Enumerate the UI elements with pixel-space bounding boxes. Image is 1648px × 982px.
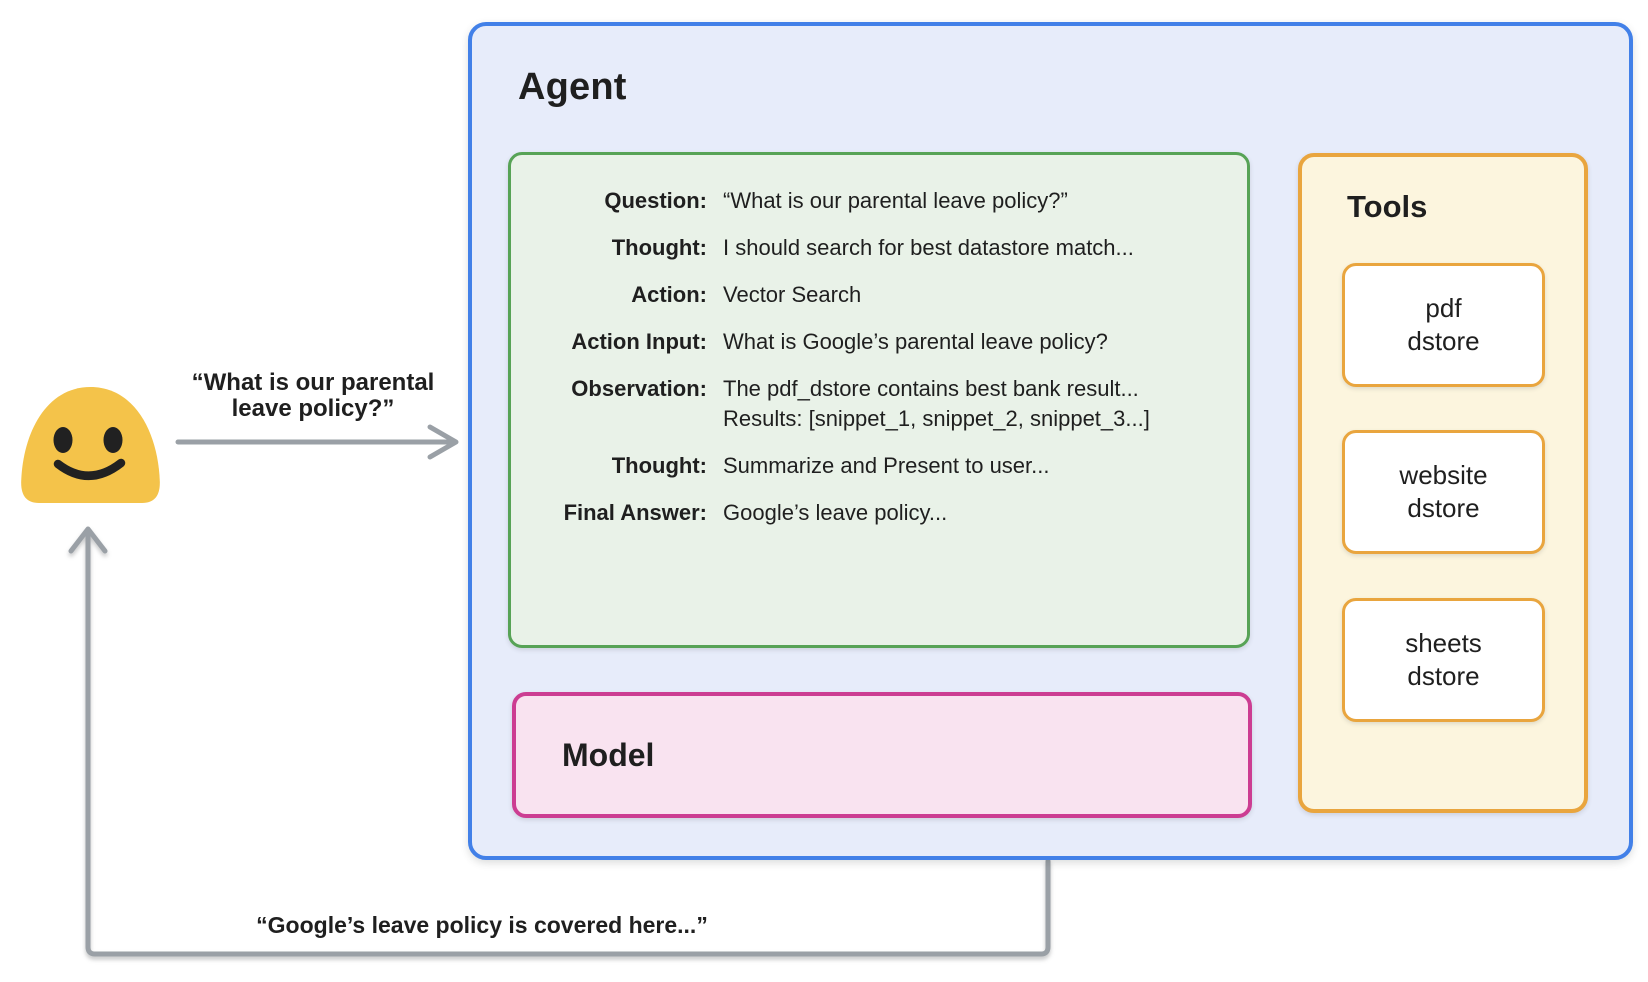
row-value: “What is our parental leave policy?” — [723, 188, 1068, 213]
row-label: Observation: — [571, 376, 707, 401]
scratchpad-row-thought-2: Thought: Summarize and Present to user..… — [511, 454, 1229, 478]
row-value: Summarize and Present to user... — [723, 453, 1050, 478]
row-value-line-2: Results: [snippet_1, snippet_2, snippet_… — [723, 406, 1150, 431]
row-label: Thought: — [611, 453, 707, 478]
tool-label-line-1: pdf — [1425, 293, 1462, 323]
scratchpad-row-thought-1: Thought: I should search for best datast… — [511, 236, 1229, 260]
row-label: Thought: — [611, 235, 707, 260]
user-query-text: “What is our parental leave policy?” — [150, 370, 476, 422]
tool-pdf-dstore: pdf dstore — [1342, 263, 1545, 387]
agent-box: Agent Question: “What is our parental le… — [468, 22, 1633, 860]
tool-label-line-2: dstore — [1407, 326, 1480, 356]
tools-box: Tools pdf dstore website dstore sheets d… — [1298, 153, 1588, 813]
row-value: What is Google’s parental leave policy? — [723, 329, 1108, 354]
scratchpad-box: Question: “What is our parental leave po… — [508, 152, 1250, 648]
user-query-line-2: leave policy?” — [231, 395, 395, 422]
tool-label-line-2: dstore — [1407, 661, 1480, 691]
tool-label-line-2: dstore — [1407, 493, 1480, 523]
row-value: The pdf_dstore contains best bank result… — [723, 377, 1150, 431]
tool-website-dstore: website dstore — [1342, 430, 1545, 554]
row-value: I should search for best datastore match… — [723, 235, 1134, 260]
row-label: Final Answer: — [563, 500, 707, 525]
row-label: Action: — [631, 282, 707, 307]
smiley-blob-icon — [21, 387, 160, 503]
scratchpad-row-action-input: Action Input: What is Google’s parental … — [511, 330, 1229, 354]
scratchpad-row-final-answer: Final Answer: Google’s leave policy... — [511, 501, 1229, 525]
model-box: Model — [512, 692, 1252, 818]
tool-sheets-dstore: sheets dstore — [1342, 598, 1545, 722]
tool-label-line-1: sheets — [1405, 628, 1482, 658]
scratchpad-row-action: Action: Vector Search — [511, 283, 1229, 307]
agent-response-text: “Google’s leave policy is covered here..… — [256, 912, 708, 938]
response-arrow — [68, 526, 1051, 957]
row-label: Question: — [604, 188, 707, 213]
row-label: Action Input: — [571, 329, 707, 354]
scratchpad-row-observation: Observation: The pdf_dstore contains bes… — [511, 377, 1229, 431]
tool-label-line-1: website — [1399, 460, 1488, 490]
row-value: Vector Search — [723, 282, 862, 307]
model-title: Model — [562, 736, 655, 773]
scratchpad-row-question: Question: “What is our parental leave po… — [511, 189, 1229, 213]
user-emoji — [18, 385, 163, 505]
row-value-line-1: The pdf_dstore contains best bank result… — [723, 376, 1139, 401]
row-value: Google’s leave policy... — [723, 500, 948, 525]
user-query-line-1: “What is our parental — [191, 369, 435, 396]
agent-title: Agent — [518, 66, 627, 108]
request-arrow — [175, 424, 459, 460]
tools-title: Tools — [1347, 189, 1428, 224]
